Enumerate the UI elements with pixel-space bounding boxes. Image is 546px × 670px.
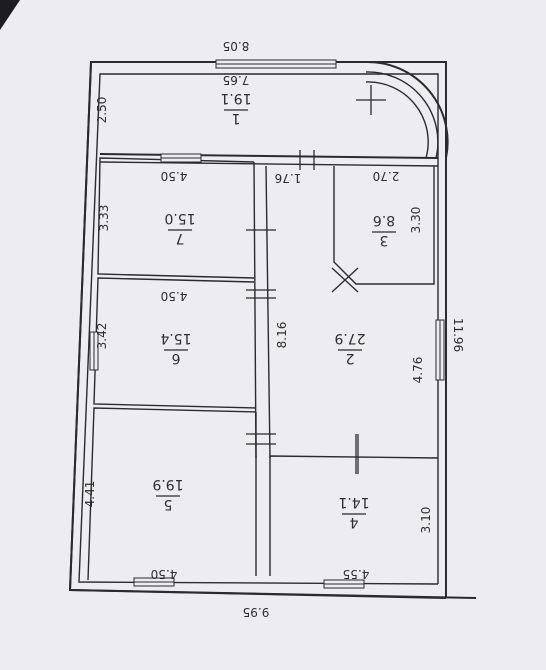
window-bottom-right	[133, 577, 175, 587]
room5-width: 4.50	[151, 567, 178, 581]
room2-height: 8.16	[275, 322, 289, 349]
wall-room3	[333, 166, 435, 285]
overall-width-top: 8.05	[223, 39, 250, 53]
bay-window-arc-inner2	[365, 81, 429, 159]
room6-number: 6	[171, 350, 180, 366]
wall-room1-bottom	[99, 153, 439, 159]
outer-wall-inner	[78, 73, 439, 585]
outer-wall-right-lower	[69, 61, 92, 591]
wall-room5	[87, 407, 257, 581]
room2-right: 4.76	[411, 357, 425, 384]
outer-wall	[68, 61, 477, 599]
room2-area: 27.9	[334, 330, 365, 346]
room6-width: 4.50	[161, 289, 188, 303]
room3-area: 8.6	[373, 212, 395, 228]
window-bottom-left	[323, 579, 365, 589]
room7-width: 4.50	[161, 169, 188, 183]
room1-height: 2.50	[95, 97, 109, 124]
door-room3-b	[331, 267, 359, 293]
room4-height: 3.10	[419, 507, 433, 534]
room6-height: 3.42	[95, 323, 109, 350]
room5-number: 5	[164, 496, 173, 512]
room4-width: 4.55	[343, 567, 370, 581]
window-left	[435, 319, 445, 381]
room5-height: 4.41	[83, 481, 97, 508]
room7-height: 3.33	[97, 205, 111, 232]
room4-number: 4	[349, 514, 358, 530]
corridor-width: 1.76	[275, 171, 302, 185]
bay-window-arc	[365, 60, 449, 159]
wall-room1-bottom-inner	[99, 161, 439, 167]
room1-number: 1	[232, 110, 241, 126]
room3-number: 3	[380, 232, 389, 248]
window-room6	[89, 331, 99, 371]
room3-height: 3.30	[409, 207, 423, 234]
overall-height: 11.96	[451, 318, 465, 352]
room2-number: 2	[346, 350, 355, 366]
room7-area: 15.0	[164, 210, 195, 226]
room1-width: 7.65	[223, 73, 250, 87]
window-top	[215, 59, 337, 69]
room5-area: 19.9	[152, 476, 183, 492]
window-room7	[160, 153, 202, 163]
outer-wall-bottom-left	[69, 589, 447, 599]
bay-window-arc-inner	[365, 71, 439, 159]
overall-width-bottom: 9.95	[243, 605, 270, 619]
room1-area: 19.1	[220, 90, 251, 106]
room6-area: 15.4	[160, 330, 191, 346]
room3-width: 2.70	[373, 169, 400, 183]
wall-corridor-left	[265, 165, 271, 459]
room7-number: 7	[176, 230, 185, 246]
wall-room4	[269, 455, 439, 576]
room4-area: 14.1	[338, 494, 369, 510]
